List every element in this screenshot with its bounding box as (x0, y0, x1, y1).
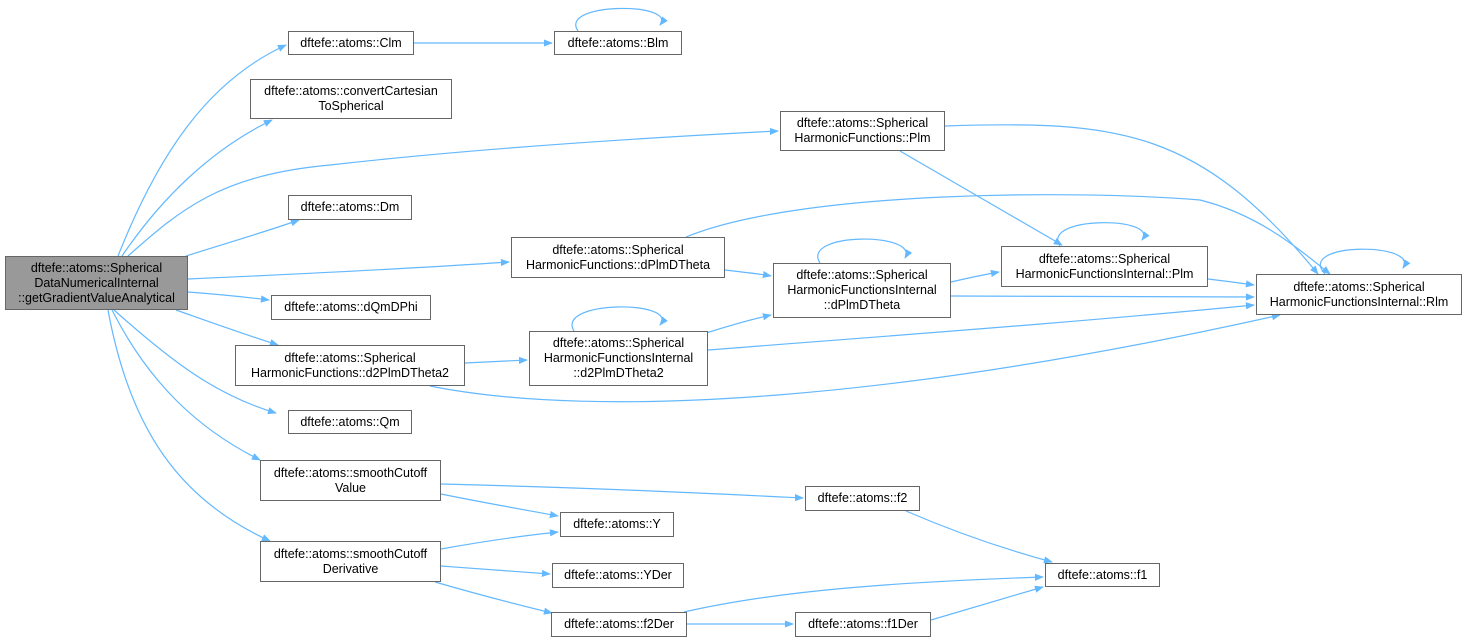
node-shf-d2plm-line-1: dftefe::atoms::Spherical (284, 350, 416, 365)
node-root-line-1: dftefe::atoms::Spherical (30, 260, 163, 275)
edge-shfi-d2plm-to-shfi-d2plm (571, 306, 668, 332)
node-shfi-dplm[interactable]: dftefe::atoms::Spherical HarmonicFunctio… (773, 263, 951, 318)
node-shfi-plm-line-1: dftefe::atoms::Spherical (1038, 251, 1171, 266)
node-dm-label: dftefe::atoms::Dm (300, 200, 400, 214)
edge-blm-to-blm (575, 7, 668, 32)
edge-f1der-to-f1 (930, 585, 1044, 621)
edge-root-to-shf-d2plm (175, 309, 279, 346)
node-shfi-d2plm-line-3: ::d2PlmDTheta2 (573, 366, 664, 380)
edge-f2der-to-f1 (683, 573, 1044, 613)
edge-root-to-dqm (187, 291, 270, 303)
node-shfi-plm-line-2: HarmonicFunctionsInternal::Plm (1015, 266, 1194, 281)
node-shfi-d2plm-line-1: dftefe::atoms::Spherical (552, 336, 685, 350)
node-root-line-3: ::getGradientValueAnalytical (18, 290, 175, 305)
node-f1[interactable]: dftefe::atoms::f1 (1045, 563, 1160, 587)
edge-shfi-dplm-to-shfi-plm (950, 269, 1000, 283)
edge-shfi-dplm-to-shfi-dplm (817, 238, 913, 264)
edge-root-to-qm (113, 309, 277, 415)
node-shfi-dplm-line-2: HarmonicFunctionsInternal (787, 283, 937, 297)
node-yder-label: dftefe::atoms::YDer (564, 568, 672, 582)
edge-root-to-dm (185, 219, 300, 257)
edge-shf-plm-to-shfi-plm (899, 150, 1063, 246)
node-scv-line-1: dftefe::atoms::smoothCutoff (273, 465, 428, 480)
edge-shf-d2plm-to-shfi-rlm (429, 313, 1281, 403)
node-shf-dplm-line-1: dftefe::atoms::Spherical (552, 242, 684, 257)
node-shfi-d2plm-line-2: HarmonicFunctionsInternal (543, 351, 694, 365)
node-convert-line-2: ToSpherical (318, 99, 384, 113)
node-clm-label: dftefe::atoms::Clm (300, 35, 402, 50)
node-scv-line-2: Value (334, 480, 367, 495)
node-f1-label: dftefe::atoms::f1 (1057, 567, 1148, 582)
node-y[interactable]: dftefe::atoms::Y (560, 512, 674, 537)
node-convert-cartesian[interactable]: dftefe::atoms::convertCartesian ToSpheri… (250, 79, 452, 119)
edge-root-to-convert (121, 119, 273, 257)
edge-shfi-plm-to-shfi-rlm (1207, 278, 1255, 288)
node-shf-d2plm-line-2: HarmonicFunctions::d2PlmDTheta2 (251, 365, 449, 380)
node-smooth-cutoff-value[interactable]: dftefe::atoms::smoothCutoff Value (260, 460, 441, 501)
node-f2-label: dftefe::atoms::f2 (817, 491, 908, 505)
node-qm[interactable]: dftefe::atoms::Qm (288, 410, 412, 434)
node-f1der-label: dftefe::atoms::f1Der (808, 617, 918, 631)
edge-root-to-scv (111, 309, 261, 461)
edge-root-to-shf-dplm (187, 258, 510, 280)
node-shfi-dplm-line-1: dftefe::atoms::Spherical (796, 268, 928, 282)
node-qm-label: dftefe::atoms::Qm (300, 414, 400, 429)
node-shfi-rlm-line-2: HarmonicFunctionsInternal::Rlm (1269, 294, 1449, 309)
node-root-line-2: DataNumericalInternal (34, 275, 159, 290)
node-yder[interactable]: dftefe::atoms::YDer (552, 563, 684, 588)
edge-root-to-shf-plm (127, 127, 779, 257)
edge-shfi-d2plm-to-shfi-dplm (705, 313, 772, 334)
edge-shf-dplm-to-shfi-dplm (724, 269, 772, 279)
edge-scd-to-yder (440, 565, 551, 578)
edge-f2-to-f1 (905, 510, 1053, 564)
edge-shfi-rlm-to-shfi-rlm (1319, 248, 1411, 275)
edge-shfi-d2plm-to-shfi-rlm (707, 302, 1255, 351)
node-dqm-dphi[interactable]: dftefe::atoms::dQmDPhi (271, 295, 431, 320)
node-blm[interactable]: dftefe::atoms::Blm (554, 31, 682, 55)
node-shfi-plm[interactable]: dftefe::atoms::Spherical HarmonicFunctio… (1001, 246, 1208, 287)
edge-shf-dplm-to-shfi-rlm (685, 194, 1331, 275)
node-shfi-dplm-line-3: ::dPlmDTheta (823, 298, 901, 312)
node-f2der-label: dftefe::atoms::f2Der (564, 617, 674, 631)
node-f2[interactable]: dftefe::atoms::f2 (805, 486, 920, 511)
node-shf-dplm[interactable]: dftefe::atoms::Spherical HarmonicFunctio… (511, 237, 725, 278)
node-dqm-label: dftefe::atoms::dQmDPhi (284, 300, 418, 314)
node-smooth-cutoff-derivative[interactable]: dftefe::atoms::smoothCutoff Derivative (260, 541, 441, 582)
edge-root-to-clm (117, 44, 287, 257)
node-clm[interactable]: dftefe::atoms::Clm (288, 31, 414, 55)
node-convert-line-1: dftefe::atoms::convertCartesian (264, 84, 438, 98)
node-shfi-rlm-line-1: dftefe::atoms::Spherical (1293, 279, 1425, 294)
node-shf-d2plm[interactable]: dftefe::atoms::Spherical HarmonicFunctio… (235, 345, 465, 386)
node-shf-plm-line-2: HarmonicFunctions::Plm (794, 131, 931, 145)
node-blm-label: dftefe::atoms::Blm (567, 35, 669, 50)
node-shfi-rlm[interactable]: dftefe::atoms::Spherical HarmonicFunctio… (1256, 274, 1462, 315)
edge-scd-to-f2der (434, 581, 553, 615)
node-scd-line-1: dftefe::atoms::smoothCutoff (273, 546, 428, 561)
node-y-label: dftefe::atoms::Y (573, 517, 661, 531)
edge-scv-to-f2 (440, 483, 804, 502)
edge-shf-plm-to-shfi-rlm (944, 124, 1319, 275)
edge-shfi-dplm-to-shfi-rlm (950, 293, 1255, 301)
edge-scv-to-y (440, 493, 559, 519)
node-dm[interactable]: dftefe::atoms::Dm (288, 195, 412, 220)
node-f2der[interactable]: dftefe::atoms::f2Der (551, 612, 687, 637)
edge-scd-to-y (440, 529, 559, 550)
node-f1der[interactable]: dftefe::atoms::f1Der (795, 612, 931, 637)
node-shf-plm[interactable]: dftefe::atoms::Spherical HarmonicFunctio… (780, 111, 945, 151)
node-shfi-d2plm[interactable]: dftefe::atoms::Spherical HarmonicFunctio… (529, 331, 708, 386)
node-shf-dplm-line-2: HarmonicFunctions::dPlmDTheta (525, 257, 711, 272)
edge-shfi-plm-to-shfi-plm (1057, 222, 1150, 247)
edge-root-to-scd (107, 309, 271, 542)
node-root: dftefe::atoms::Spherical DataNumericalIn… (5, 256, 188, 310)
node-scd-line-2: Derivative (322, 561, 379, 576)
node-shf-plm-line-1: dftefe::atoms::Spherical (796, 116, 929, 130)
edge-shf-d2plm-to-shfi-d2plm (464, 356, 528, 364)
